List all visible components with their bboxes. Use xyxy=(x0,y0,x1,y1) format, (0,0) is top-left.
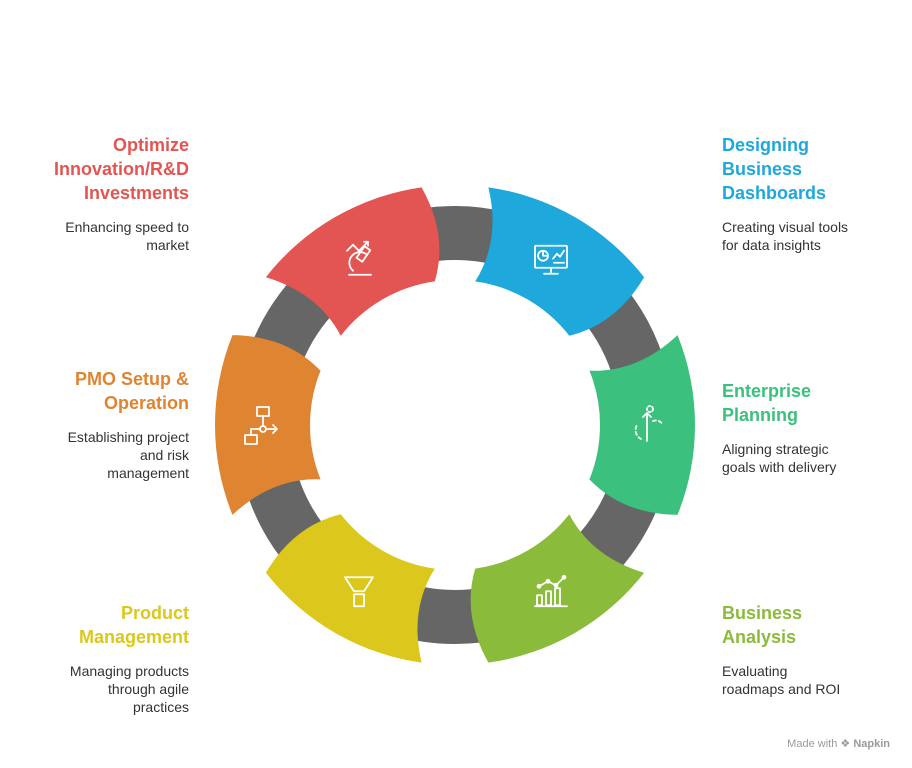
watermark: Made with ❖ Napkin xyxy=(787,737,890,750)
bar-line-chart-icon xyxy=(534,574,568,608)
title-product: Product Management xyxy=(78,603,189,647)
desc-product: Managing products through agile practice… xyxy=(69,663,189,715)
icon-group xyxy=(244,240,664,608)
label-pmo: PMO Setup & Operation Establishing proje… xyxy=(14,367,189,482)
monitor-chart-icon xyxy=(534,244,568,275)
microscope-icon xyxy=(346,240,372,276)
title-innovation: Optimize Innovation/R&D Investments xyxy=(54,135,189,203)
label-innovation: Optimize Innovation/R&D Investments Enha… xyxy=(14,133,189,254)
desc-enterprise: Aligning strategic goals with delivery xyxy=(722,441,837,475)
segment-group xyxy=(215,187,695,663)
segment-pmo xyxy=(215,335,321,515)
label-analysis: Business Analysis Evaluating roadmaps an… xyxy=(722,601,897,698)
watermark-prefix: Made with xyxy=(787,738,838,750)
title-analysis: Business Analysis xyxy=(722,603,803,647)
watermark-brand: Napkin xyxy=(853,738,890,750)
label-product: Product Management Managing products thr… xyxy=(14,601,189,716)
path-arrow-icon xyxy=(634,405,664,442)
title-enterprise: Enterprise Planning xyxy=(722,381,812,425)
segment-product xyxy=(265,514,435,663)
title-pmo: PMO Setup & Operation xyxy=(74,369,189,413)
napkin-icon: ❖ xyxy=(840,738,851,750)
desc-innovation: Enhancing speed to market xyxy=(65,219,189,253)
title-dashboards: Designing Business Dashboards xyxy=(722,135,827,203)
label-dashboards: Designing Business Dashboards Creating v… xyxy=(722,133,897,254)
desc-pmo: Establishing project and risk management xyxy=(67,429,189,481)
funnel-icon xyxy=(344,576,374,608)
flowchart-icon xyxy=(244,406,278,445)
label-enterprise: Enterprise Planning Aligning strategic g… xyxy=(722,379,897,476)
desc-analysis: Evaluating roadmaps and ROI xyxy=(722,663,841,697)
segment-dashboards xyxy=(475,187,645,336)
segment-innovation xyxy=(265,187,440,336)
desc-dashboards: Creating visual tools for data insights xyxy=(722,219,849,253)
segment-enterprise xyxy=(589,335,695,515)
